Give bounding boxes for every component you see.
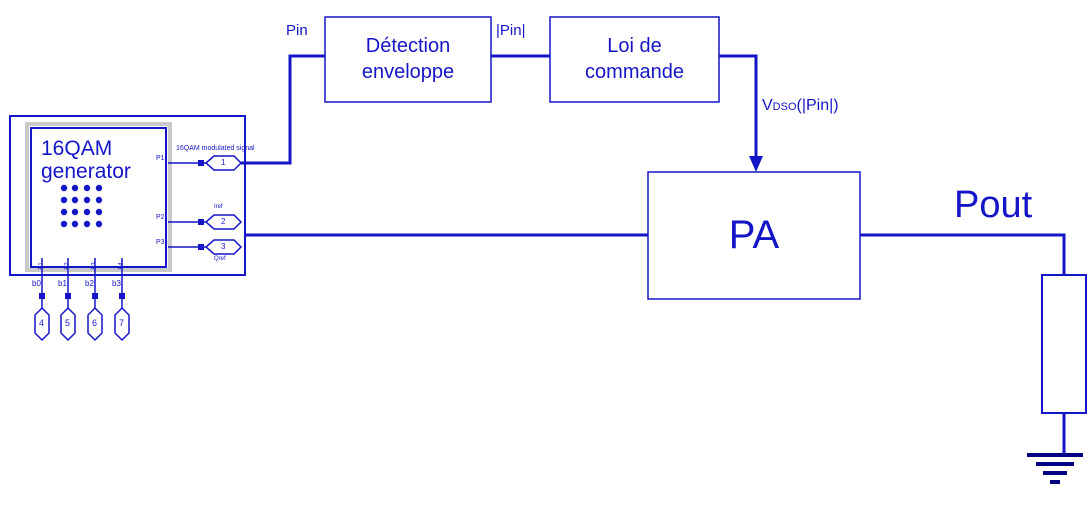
detection-line1: Détection [365, 35, 451, 57]
bottom-pin-wires [41, 258, 123, 308]
vdso-arg: (|Pin|) [796, 97, 839, 114]
bottom-pin-label-e1: E1 [38, 262, 45, 270]
bit-label-b3: b3 [112, 279, 121, 288]
output-terminal-2: 2 [221, 217, 226, 226]
ground-icon [1027, 453, 1083, 484]
detection-line2: enveloppe [361, 61, 455, 83]
bit-label-b1: b1 [58, 279, 67, 288]
port-label-p3: P3 [156, 239, 165, 246]
detection-label: Détection enveloppe [325, 33, 491, 85]
bit-terminal-symbols [34, 306, 130, 342]
constellation-dots-icon [60, 184, 103, 228]
loi-commande-block [549, 16, 720, 103]
load-resistor [1041, 274, 1087, 414]
port-label-p2: P2 [156, 214, 165, 221]
bit-label-b2: b2 [85, 279, 94, 288]
detection-block [324, 16, 492, 103]
generator-inner-frame [25, 122, 172, 272]
bit-terminal-5: 5 [65, 318, 71, 328]
output-port-nodes [198, 160, 204, 250]
control-arrowhead [749, 156, 763, 172]
pout-label: Pout [954, 184, 1033, 226]
generator-title-line2: generator [41, 160, 131, 183]
loi-line1: Loi de [607, 35, 662, 57]
bottom-pin-nodes [39, 293, 125, 299]
generator-title-line1: 16QAM [41, 137, 113, 160]
bottom-pin-label-e2: E2 [64, 262, 71, 270]
output-terminal-3: 3 [221, 242, 226, 251]
output-caption-1: 16QAM modulated signal [176, 145, 255, 152]
pa-block [647, 171, 861, 300]
pin-label: Pin [286, 22, 308, 39]
bit-terminal-6: 6 [92, 318, 98, 328]
output-terminal-1: 1 [221, 158, 226, 167]
vdso-main: V [762, 97, 773, 114]
loi-commande-label: Loi de commande [550, 33, 719, 85]
bit-label-b0: b0 [32, 279, 41, 288]
vdso-label: VDSO(|Pin|) [762, 97, 839, 115]
generator-core-box [30, 127, 167, 268]
abs-pin-label: |Pin| [496, 22, 526, 39]
port-label-p1: P1 [156, 155, 165, 162]
output-caption-2: Iref [214, 204, 223, 210]
vdso-sub: DSO [772, 101, 797, 113]
loi-line2: commande [585, 61, 684, 83]
bottom-pin-label-e4: E4 [118, 262, 125, 270]
pa-label: PA [728, 213, 780, 257]
bottom-pin-label-e3: E3 [91, 262, 98, 270]
output-port-wires [168, 162, 206, 248]
bit-terminal-7: 7 [119, 318, 125, 328]
output-terminal-symbols [204, 155, 243, 255]
generator-outer-box [9, 115, 246, 276]
output-caption-3: Qref [214, 256, 226, 262]
main-wires [241, 54, 1066, 455]
bit-terminal-4: 4 [39, 318, 45, 328]
